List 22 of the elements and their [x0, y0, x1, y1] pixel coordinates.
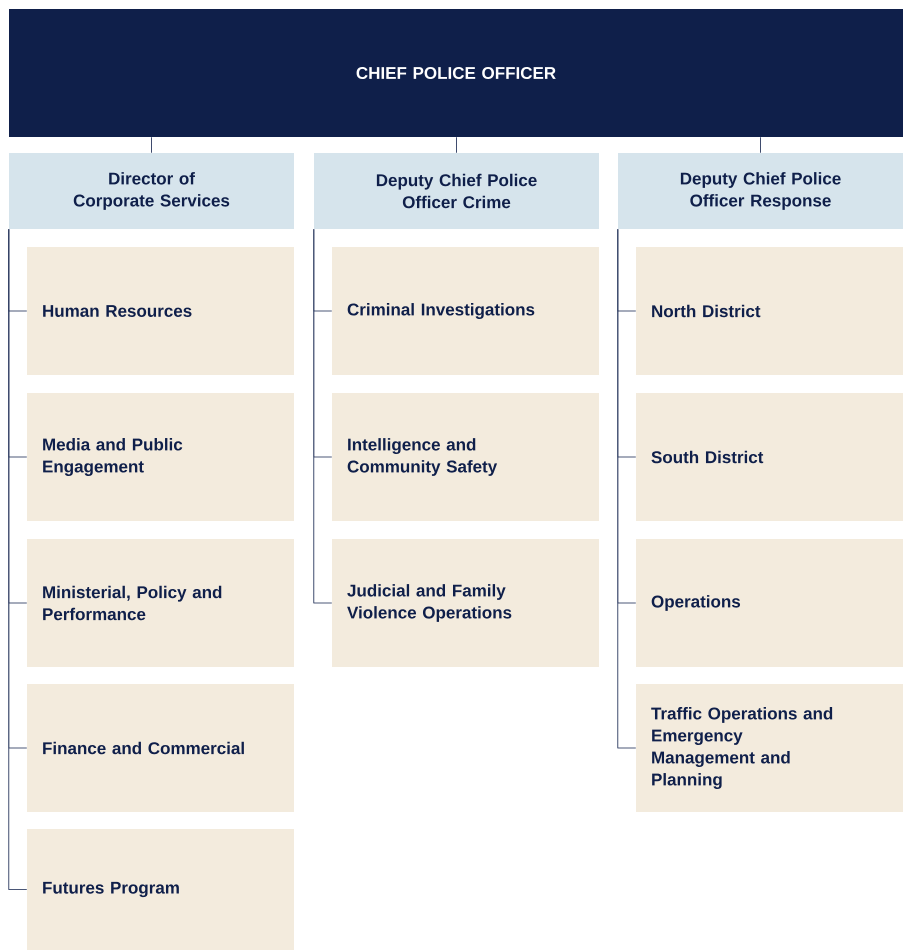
department-box: Deputy Chief Police Officer Crime: [314, 153, 599, 229]
unit-box: Operations: [636, 539, 903, 667]
connector-line: [151, 136, 152, 154]
unit-box: North District: [636, 247, 903, 375]
connector-line: [8, 228, 28, 890]
connector-line: [617, 228, 636, 748]
connector-line: [313, 228, 332, 604]
unit-box: Ministerial, Policy and Performance: [27, 539, 294, 667]
title-box: CHIEF POLICE OFFICER: [9, 9, 903, 137]
unit-box: Judicial and Family Violence Operations: [332, 539, 599, 667]
connector-line: [456, 136, 457, 154]
unit-box: South District: [636, 393, 903, 521]
unit-box: Finance and Commercial: [27, 684, 294, 812]
unit-box: Futures Program: [27, 829, 294, 950]
department-box: Deputy Chief Police Officer Response: [618, 153, 903, 229]
connector-line: [760, 136, 761, 154]
unit-box: Traffic Operations and Emergency Management and Planning: [636, 684, 903, 812]
unit-box: Criminal Investigations: [332, 247, 599, 375]
unit-box: Human Resources: [27, 247, 294, 375]
unit-box: Intelligence and Community Safety: [332, 393, 599, 521]
unit-box: Media and Public Engagement: [27, 393, 294, 521]
department-box: Director of Corporate Services: [9, 153, 294, 229]
